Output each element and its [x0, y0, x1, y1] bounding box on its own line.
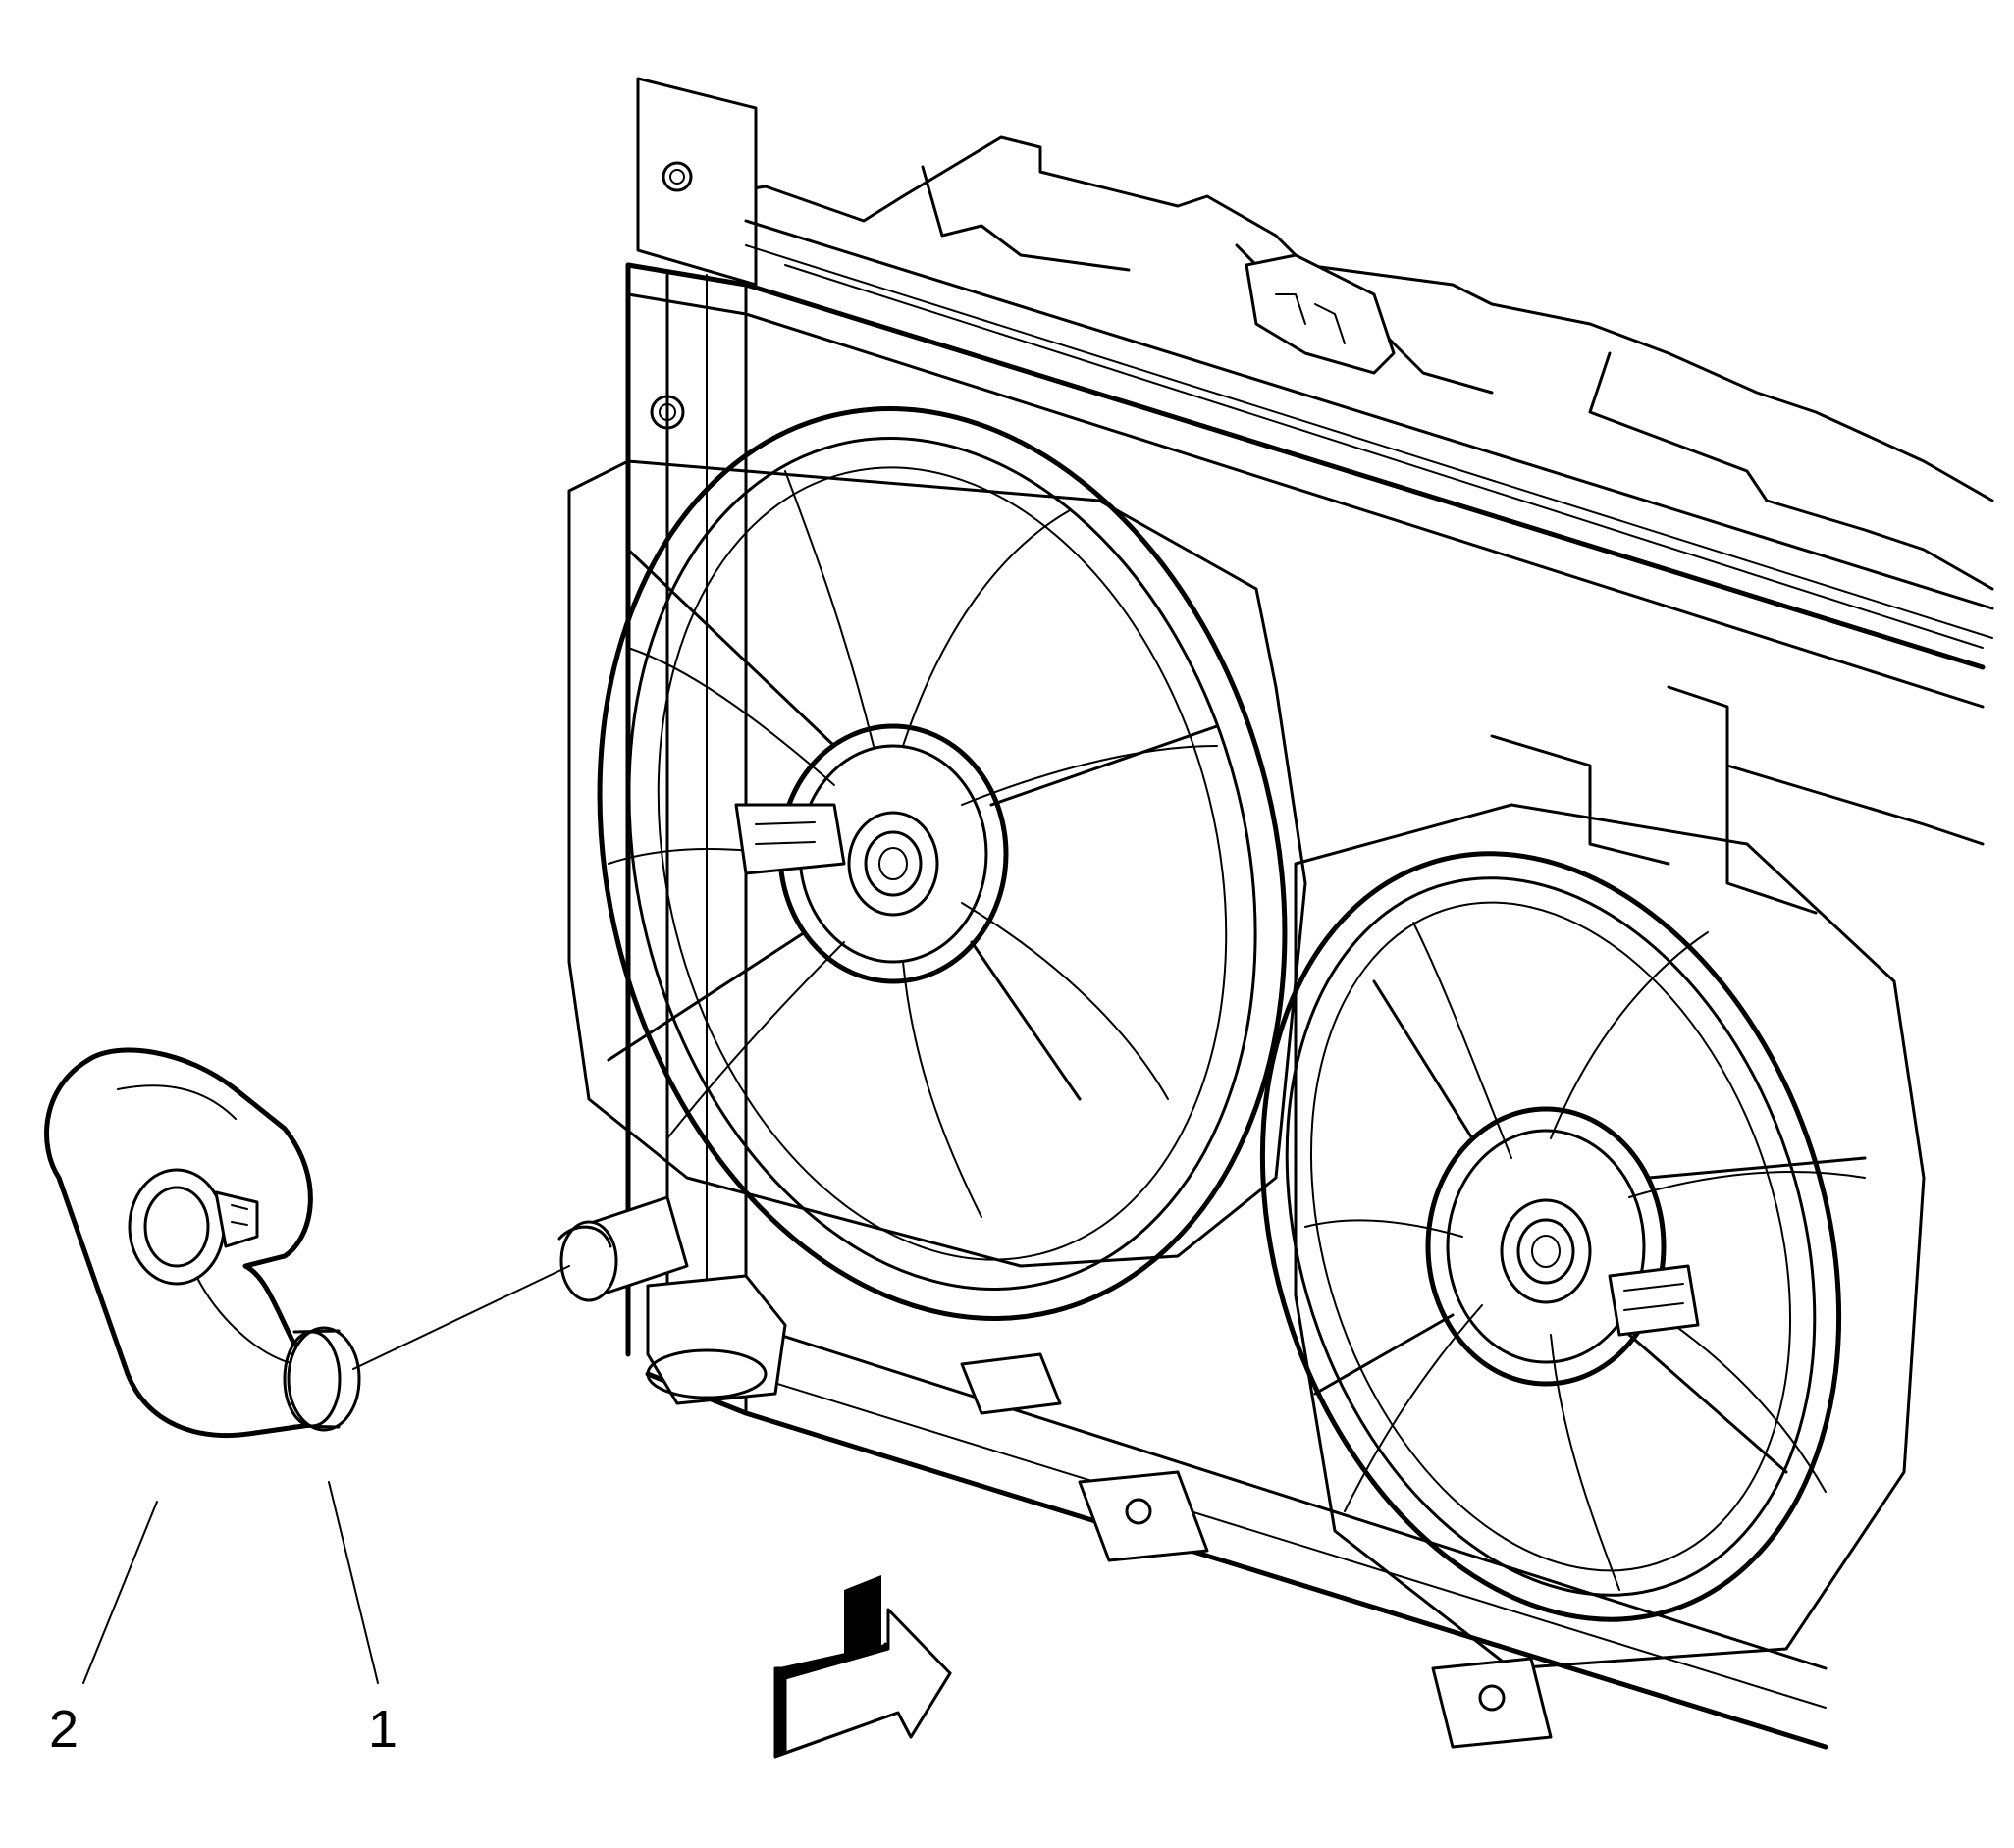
- callout-label-1: 1: [368, 1700, 398, 1759]
- arrow-icon: [773, 1575, 952, 1759]
- right-fan-motor: [1313, 979, 1867, 1474]
- radiator-frame: [625, 77, 1994, 1750]
- right-fan-blades: [1304, 922, 1866, 1591]
- callout-2: 2: [49, 1501, 158, 1759]
- radiator-outlet-hose: [44, 1047, 356, 1438]
- left-fan-blades: [608, 470, 1218, 1218]
- left-fan-shroud: [567, 406, 1307, 1321]
- callout-1: 1: [328, 1481, 398, 1759]
- radiator-outlet-pipe: [557, 1195, 689, 1302]
- left-fan-motor: [607, 548, 1219, 1101]
- lower-brackets: [646, 1274, 1553, 1749]
- hose-clamp: [283, 1326, 361, 1432]
- connection-line: [352, 1265, 570, 1370]
- callout-label-2: 2: [49, 1700, 79, 1759]
